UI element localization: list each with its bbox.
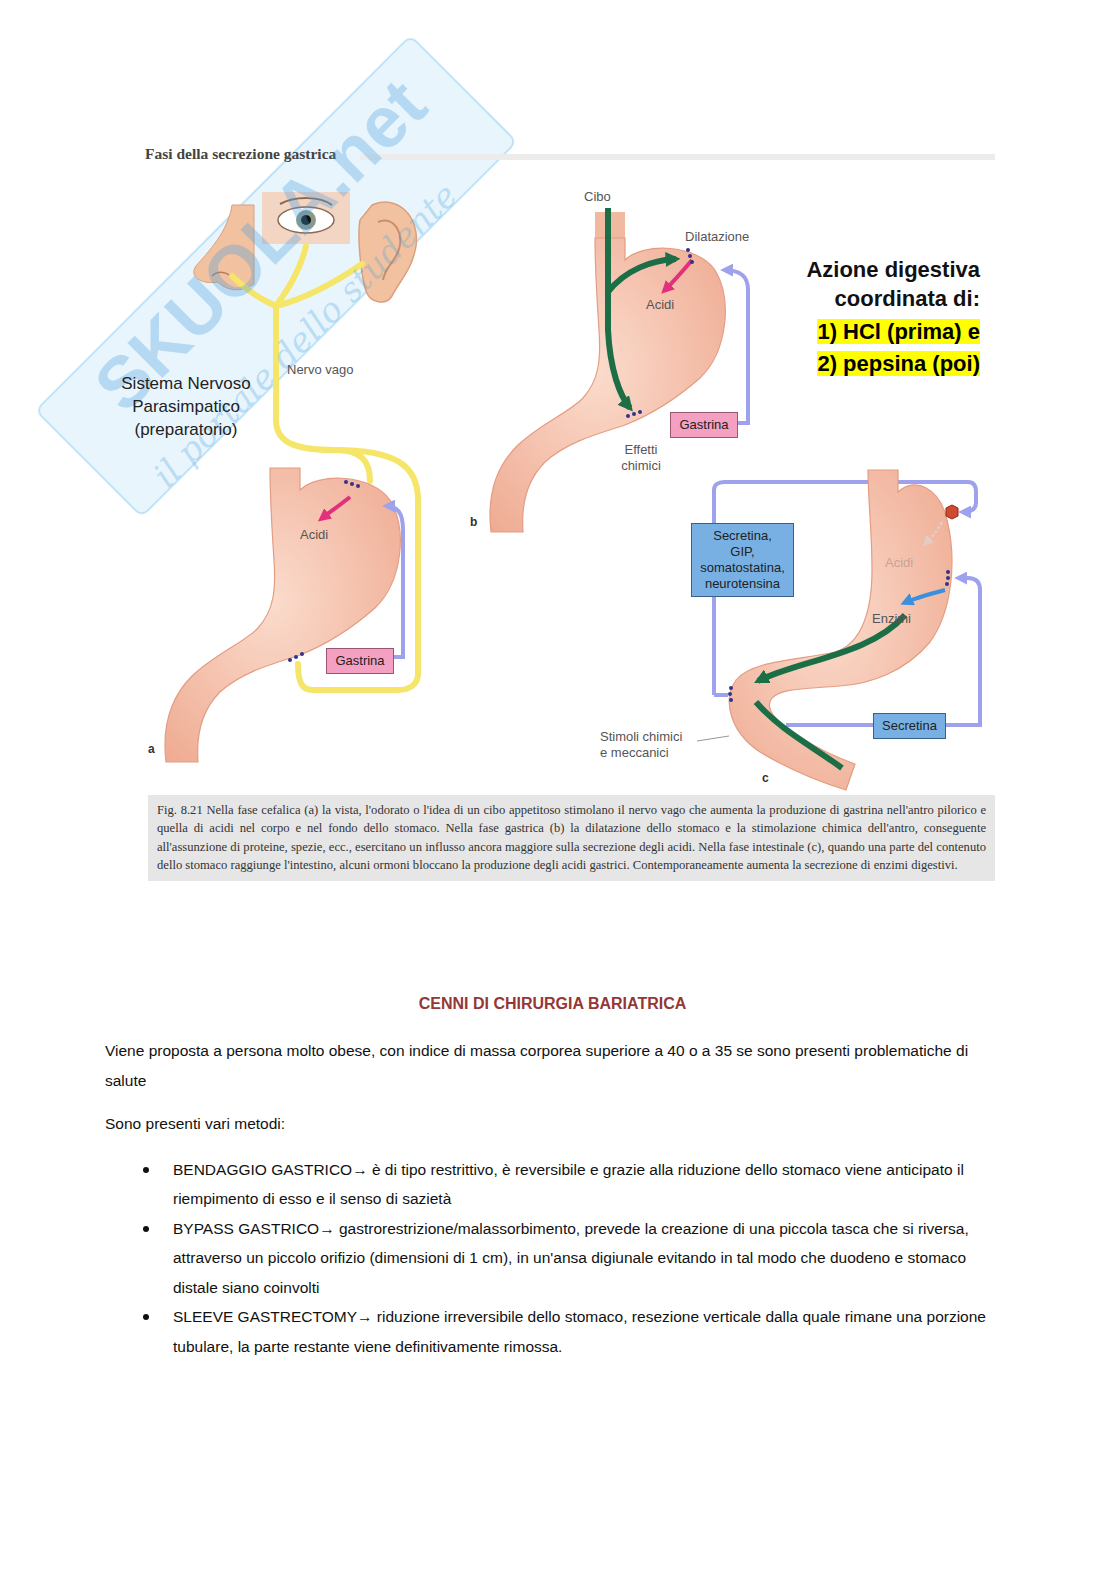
dot <box>288 658 292 662</box>
highlight-row: 1) HCl (prima) e <box>745 318 980 346</box>
dot <box>638 410 642 414</box>
bullet-row: BENDAGGIO GASTRICO→ è di tipo restrittiv… <box>105 1155 1000 1214</box>
title-rule <box>360 154 995 160</box>
stomach <box>165 468 400 762</box>
stimulus-label: Dilatazione <box>685 229 749 245</box>
box-text: Secretina <box>882 718 937 734</box>
stimulus-label: Effetti chimici <box>616 442 666 474</box>
hormone-box: Gastrina <box>326 648 394 674</box>
hormone-box: Secretina <box>873 713 946 739</box>
dot <box>688 254 692 258</box>
food-label: Cibo <box>584 189 611 205</box>
chyme-path <box>756 702 842 768</box>
highlight-row: 2) pepsina (poi) <box>745 350 980 378</box>
panel-letter: a <box>148 741 155 757</box>
dot <box>344 480 348 484</box>
secretin-loop <box>938 578 980 725</box>
acid-arrow <box>664 260 692 291</box>
bullet-dot <box>143 1314 149 1320</box>
box-text: Gastrina <box>679 417 729 433</box>
leader-line <box>697 736 729 741</box>
hormone-box: Gastrina <box>670 412 738 438</box>
bullet-item: BYPASS GASTRICO→ gastrorestrizione/malas… <box>173 1220 969 1296</box>
dot <box>690 260 694 264</box>
bullet-row: BYPASS GASTRICO→ gastrorestrizione/malas… <box>105 1214 1000 1303</box>
callout-heading: Azione digestiva coordinata di: <box>745 255 980 313</box>
dot <box>632 412 636 416</box>
watermark-outline <box>36 36 517 517</box>
receptor-dots <box>626 248 694 418</box>
stimulus-label: Stimoli chimici e meccanici <box>600 729 692 761</box>
hormone-loop <box>714 693 728 697</box>
dot <box>356 484 360 488</box>
bullet-item: BENDAGGIO GASTRICO→ è di tipo restrittiv… <box>173 1161 964 1208</box>
secretion-label: Acidi <box>300 527 328 543</box>
stomach <box>729 470 952 790</box>
dot <box>729 698 733 702</box>
dot <box>946 570 950 574</box>
paragraph: Viene proposta a persona molto obese, co… <box>105 1036 1000 1095</box>
secretin-loop <box>786 723 876 727</box>
gastrin-loop <box>724 270 748 423</box>
bullet-row: SLEEVE GASTRECTOMY→ riduzione irreversib… <box>105 1302 1000 1361</box>
caption-band: Fig. 8.21 Nella fase cefalica (a) la vis… <box>148 795 995 881</box>
dot <box>626 414 630 418</box>
enzyme-arrow <box>904 590 945 603</box>
receptor-dots <box>288 480 360 662</box>
dot <box>294 655 298 659</box>
hormone-box: Secretina, GIP, somatostatina, neurotens… <box>691 523 794 597</box>
watermark-band <box>36 36 517 517</box>
section-heading: CENNI DI CHIRURGIA BARIATRICA <box>105 992 1000 1016</box>
bullet-item: SLEEVE GASTRECTOMY→ riduzione irreversib… <box>173 1308 986 1355</box>
dot <box>686 248 690 252</box>
box-text: Secretina, GIP, somatostatina, neurotens… <box>700 528 785 592</box>
secretion-label: Acidi <box>885 555 913 571</box>
paragraph: Sono presenti vari metodi: <box>105 1109 1000 1139</box>
figure-caption: Fig. 8.21 Nella fase cefalica (a) la vis… <box>157 801 986 874</box>
dot <box>728 692 732 696</box>
dot <box>946 576 950 580</box>
inhibition-mark <box>946 505 958 519</box>
callout-line: 1) HCl (prima) e <box>817 319 980 344</box>
dot <box>300 652 304 656</box>
system-label: Sistema Nervoso Parasimpatico (preparato… <box>110 372 262 441</box>
text-section: CENNI DI CHIRURGIA BARIATRICA Viene propo… <box>105 992 1000 1361</box>
watermark-band <box>36 36 517 517</box>
secretion-label: Enzimi <box>872 611 911 627</box>
bullet-dot <box>143 1226 149 1232</box>
acid-arrow <box>321 497 350 519</box>
secretion-label: Acidi <box>646 297 674 313</box>
bullet-dot <box>143 1167 149 1173</box>
dot <box>945 582 949 586</box>
dot <box>350 482 354 486</box>
panel-letter: c <box>762 770 769 786</box>
blocked-acid-arrow <box>925 522 942 544</box>
dot <box>729 686 733 690</box>
box-text: Gastrina <box>335 653 385 669</box>
food-path <box>608 208 630 408</box>
callout-line: 2) pepsina (poi) <box>817 351 980 376</box>
panel-letter: b <box>470 514 477 530</box>
gastrin-loop <box>386 506 403 657</box>
nerve-label: Nervo vago <box>287 362 353 378</box>
